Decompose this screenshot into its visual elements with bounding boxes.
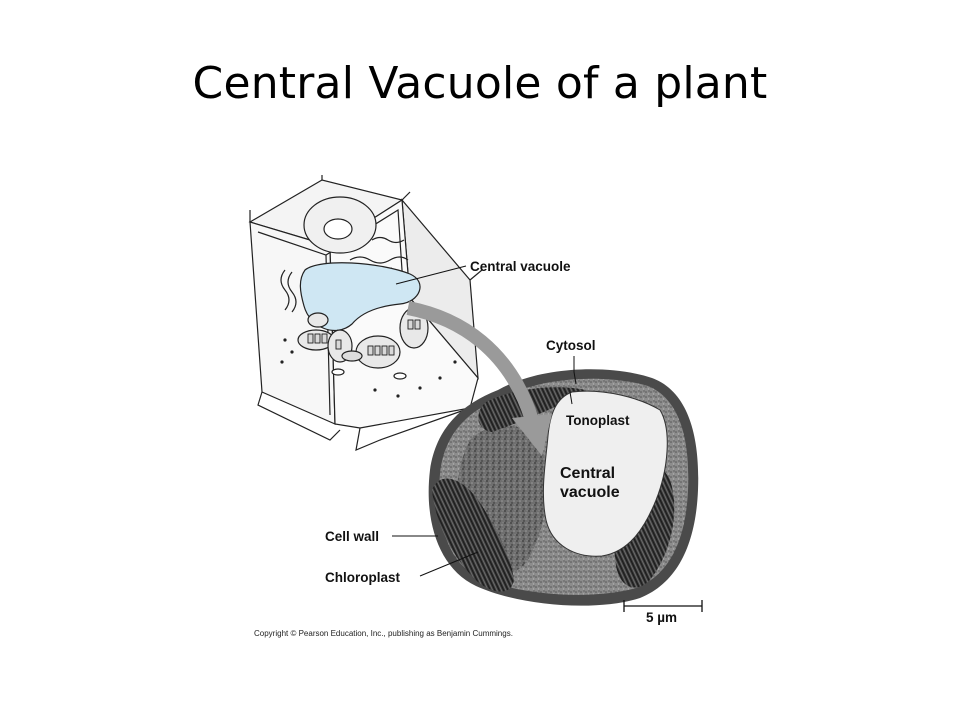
label-cell-wall: Cell wall bbox=[325, 529, 379, 544]
plant-cell-illustration bbox=[248, 175, 483, 451]
chloroplast-left bbox=[432, 478, 514, 592]
leader-tonoplast bbox=[569, 391, 573, 405]
scale-bar-label: 5 µm bbox=[646, 610, 677, 625]
leader-central-vacuole bbox=[395, 265, 467, 285]
page-title: Central Vacuole of a plant bbox=[192, 58, 768, 109]
magnification-arrow bbox=[406, 301, 552, 456]
micrograph-central-vacuole bbox=[542, 390, 668, 557]
electron-micrograph bbox=[428, 369, 699, 606]
label-tonoplast: Tonoplast bbox=[566, 413, 630, 428]
central-vacuole-shape bbox=[299, 262, 421, 332]
label-vacuole: vacuole bbox=[560, 484, 620, 501]
label-cytosol: Cytosol bbox=[546, 338, 596, 353]
label-central-vacuole: Central vacuole bbox=[470, 259, 571, 274]
copyright-notice: Copyright © Pearson Education, Inc., pub… bbox=[254, 629, 513, 638]
label-central: Central bbox=[560, 465, 615, 482]
leader-cytosol bbox=[573, 356, 577, 385]
leader-chloroplast bbox=[419, 551, 479, 577]
label-chloroplast: Chloroplast bbox=[325, 570, 401, 585]
scale-bar bbox=[623, 600, 703, 612]
